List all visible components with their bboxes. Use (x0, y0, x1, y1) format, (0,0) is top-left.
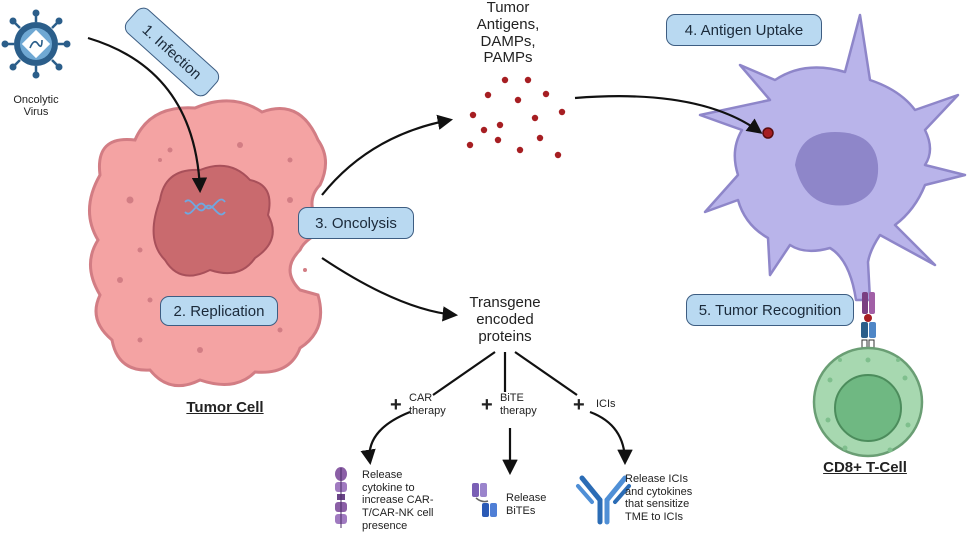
dna-icon (184, 198, 226, 216)
bite-molecule-icon (472, 483, 497, 517)
plus-car: + (390, 394, 402, 416)
ici-therapy-label: ICIs (596, 398, 616, 410)
virus-label: Oncolytic Virus (13, 94, 59, 119)
receptor-icon (861, 292, 876, 351)
dendritic-cell-shape (698, 13, 967, 302)
branch-left (432, 351, 496, 396)
step-replication: 2. Replication (160, 296, 278, 326)
branch-right (514, 351, 578, 396)
arrow-ici (589, 410, 633, 466)
arrow-car (360, 410, 411, 466)
captured-antigen (762, 127, 774, 139)
bite-therapy-label: BiTE therapy (500, 392, 537, 417)
antibody-icon (576, 475, 631, 525)
tumor-cell-shape (88, 99, 335, 388)
ici-result-label: Release ICIs and cytokines that sensitiz… (625, 473, 693, 523)
car-receptor-icon (335, 467, 347, 528)
t-cell-shape (812, 346, 924, 458)
step-tumor-recognition: 5. Tumor Recognition (686, 294, 854, 326)
t-cell-label: CD8+ T-Cell (823, 459, 907, 476)
bite-result-label: Release BiTEs (506, 492, 547, 517)
plus-ici: + (573, 394, 585, 416)
tumor-cell-label: Tumor Cell (186, 399, 264, 416)
step-antigen-uptake: 4. Antigen Uptake (666, 14, 822, 46)
step-oncolysis: 3. Oncolysis (298, 207, 414, 239)
plus-bite: + (481, 394, 493, 416)
arrow-to-transgene (321, 257, 459, 322)
transgene-label: Transgene encoded proteins (469, 294, 541, 345)
arrow-to-antigens (321, 114, 454, 196)
arrows (87, 36, 763, 476)
oncolytic-virus-icon (1, 9, 71, 79)
arrow-infection (87, 36, 208, 194)
antigen-dots (466, 76, 566, 159)
arrow-to-dendritic (574, 95, 763, 134)
antigens-label: Tumor Antigens, DAMPs, PAMPs (476, 0, 540, 67)
car-therapy-label: CAR therapy (409, 392, 446, 417)
car-result-label: Release cytokine to increase CAR- T/CAR-… (362, 469, 434, 532)
